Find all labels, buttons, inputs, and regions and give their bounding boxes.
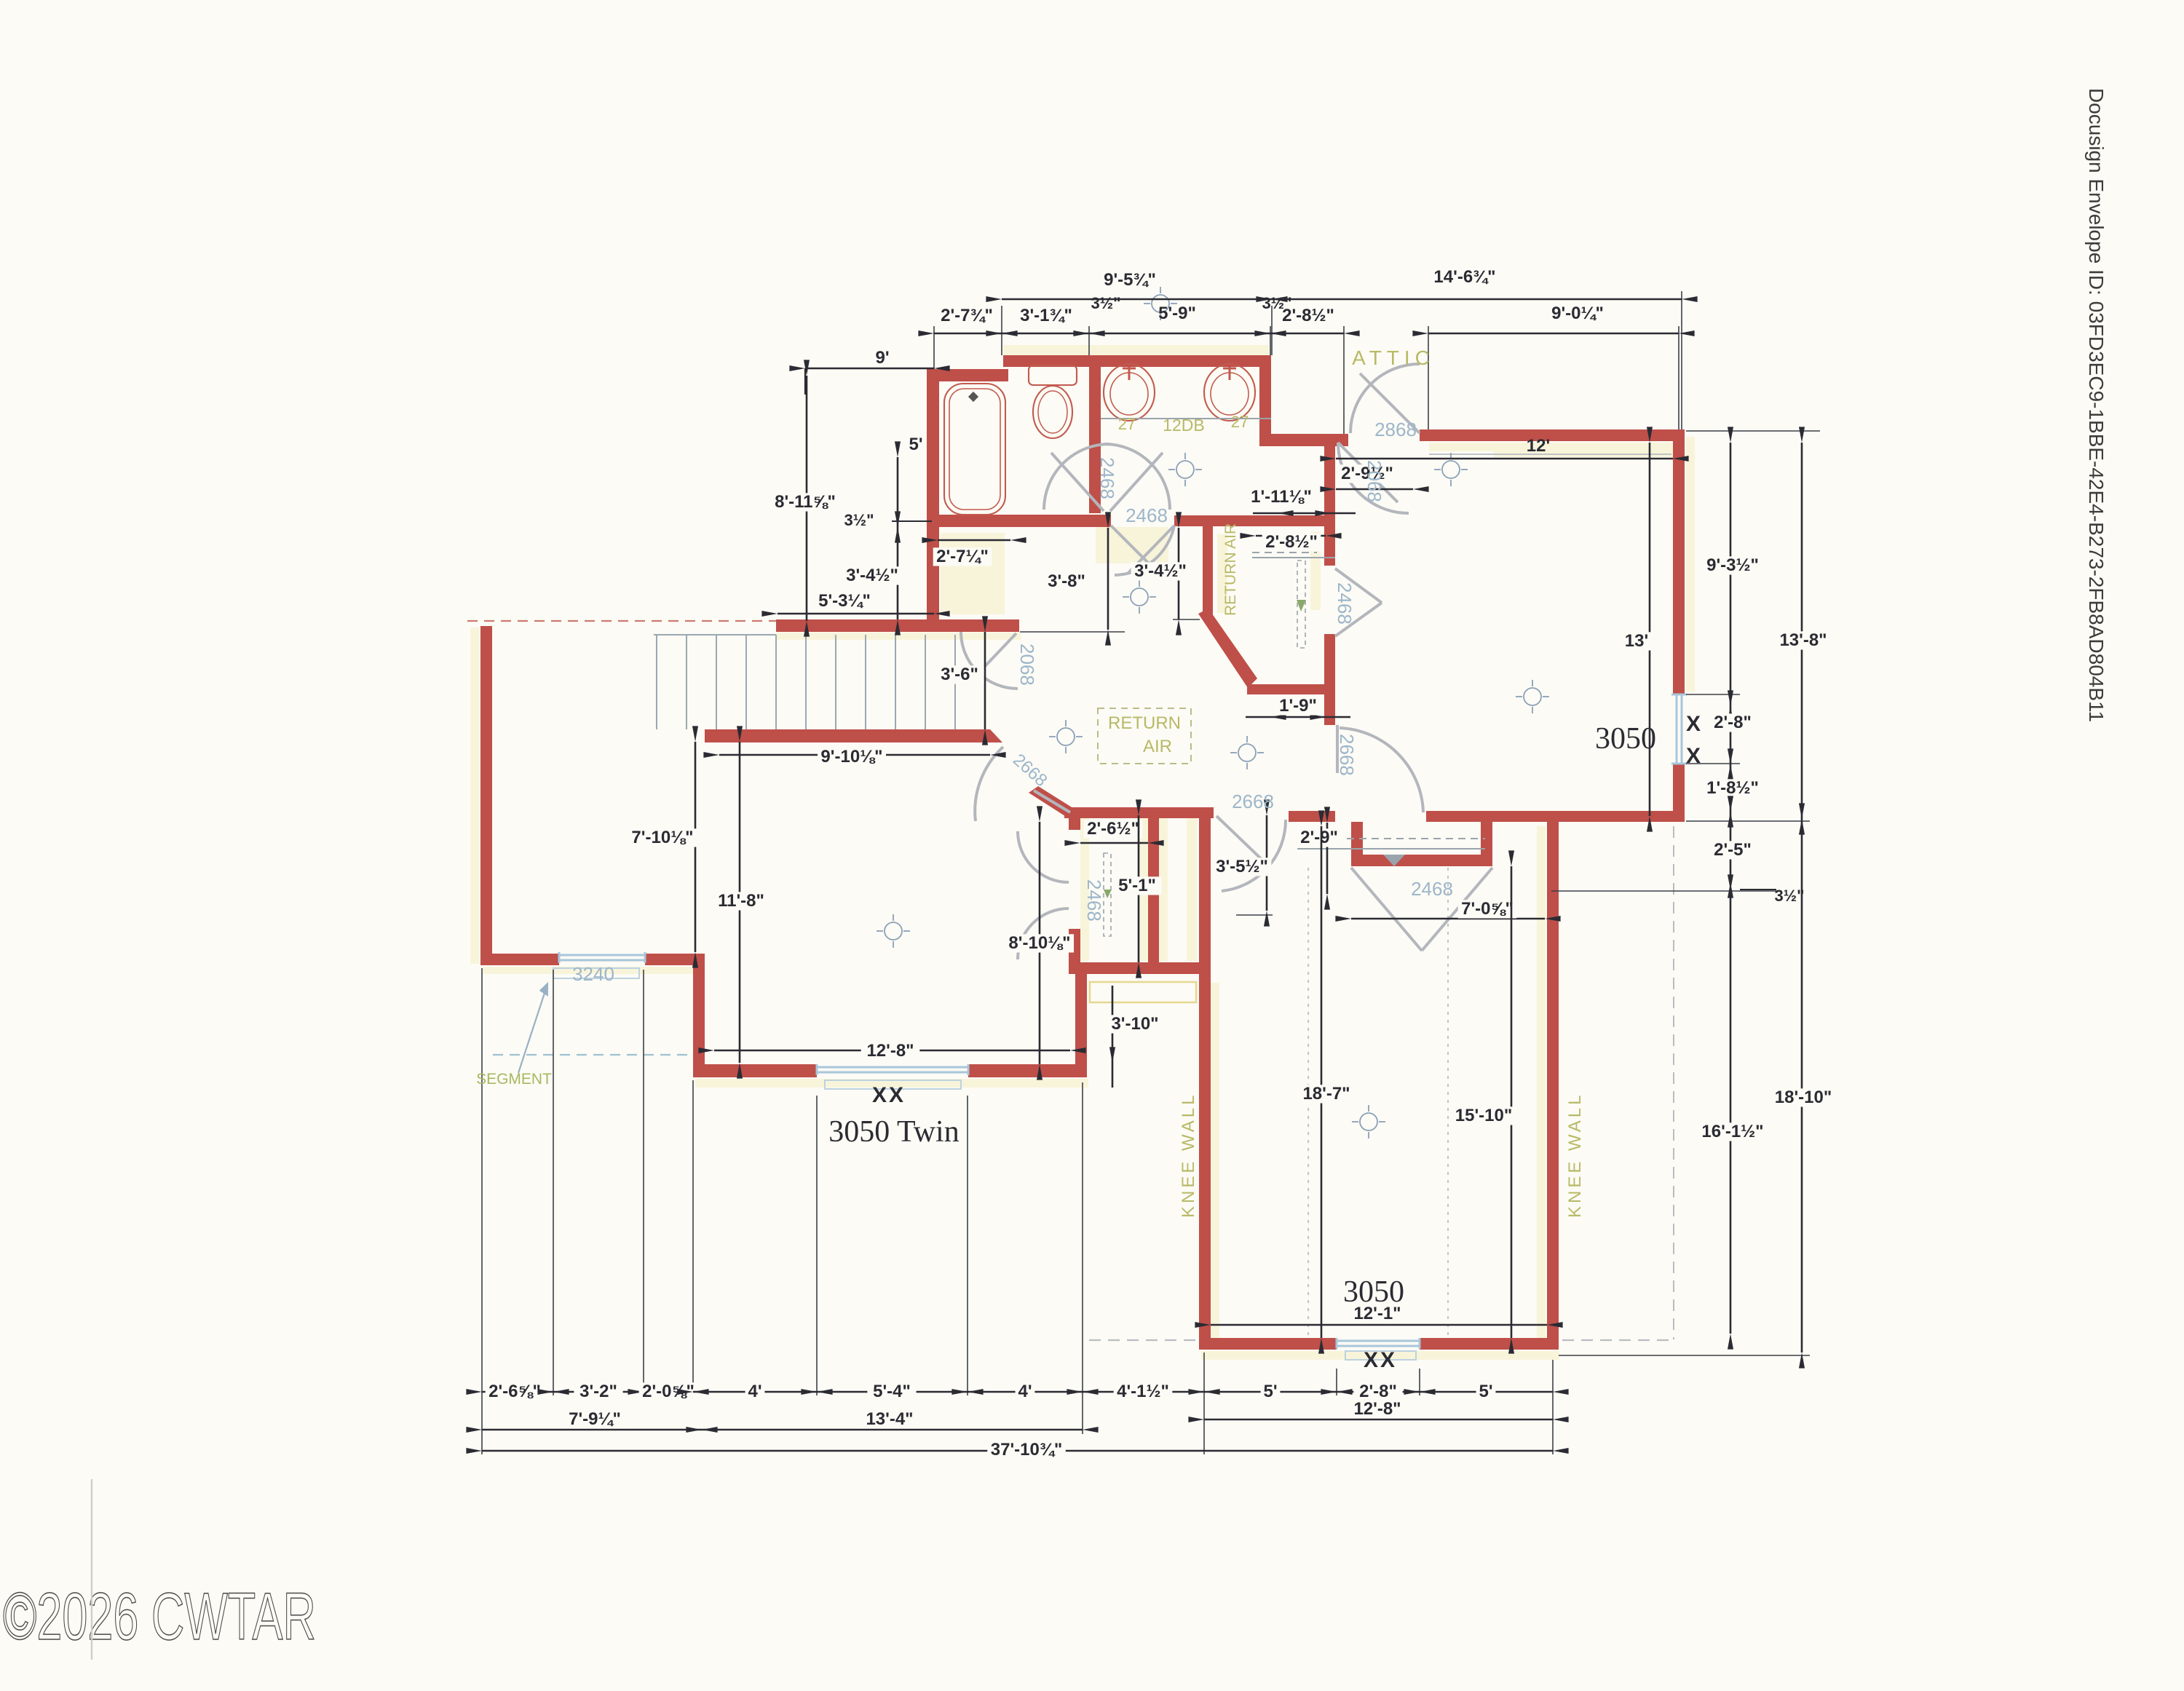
svg-text:3'-1¾": 3'-1¾" [1020,306,1072,325]
svg-text:RETURN: RETURN [1108,713,1181,733]
svg-text:12'-1": 12'-1" [1353,1304,1401,1323]
svg-text:2068: 2068 [1016,643,1038,686]
svg-text:3'-10": 3'-10" [1111,1014,1158,1034]
svg-text:9': 9' [875,348,889,368]
svg-text:16'-1½": 16'-1½" [1701,1122,1763,1141]
svg-text:3'-5½": 3'-5½" [1216,857,1268,876]
svg-text:XX: XX [1364,1348,1397,1372]
svg-text:3½": 3½" [1774,887,1804,905]
svg-text:2'-7¾": 2'-7¾" [941,306,993,325]
svg-text:14'-6¾": 14'-6¾" [1433,267,1495,287]
svg-text:©2026 CWTAR: ©2026 CWTAR [3,1580,316,1654]
svg-text:12DB: 12DB [1163,416,1205,435]
svg-text:5'-4": 5'-4" [873,1382,911,1401]
svg-text:3050: 3050 [1343,1275,1404,1309]
svg-text:8'-11⅝": 8'-11⅝" [775,492,836,512]
svg-text:2468: 2468 [1096,457,1118,499]
svg-text:5'-1": 5'-1" [1118,876,1156,895]
svg-text:27: 27 [1118,415,1136,433]
svg-text:12'-8": 12'-8" [1353,1399,1401,1419]
svg-text:X: X [1686,744,1701,768]
svg-text:ATTIC: ATTIC [1352,346,1435,369]
svg-text:1'-8½": 1'-8½" [1706,778,1759,798]
svg-text:13'-4": 13'-4" [866,1409,913,1429]
svg-text:2'-7¼": 2'-7¼" [936,547,989,566]
svg-text:5': 5' [909,435,922,454]
svg-text:1'-9": 1'-9" [1279,696,1317,716]
svg-text:7'-10⅛": 7'-10⅛" [631,828,693,847]
svg-text:2'-8½": 2'-8½" [1282,306,1334,325]
svg-text:13'-8": 13'-8" [1779,630,1827,650]
svg-text:AIR: AIR [1143,737,1172,756]
svg-text:5'-3¼": 5'-3¼" [818,591,871,611]
svg-text:4'-1½": 4'-1½" [1117,1382,1169,1401]
svg-text:7'-9¼": 7'-9¼" [569,1409,621,1429]
svg-text:3'-2": 3'-2" [579,1382,617,1401]
svg-text:KNEE WALL: KNEE WALL [1565,1093,1585,1219]
svg-text:4': 4' [748,1382,761,1401]
svg-text:2'-6⅝": 2'-6⅝" [488,1382,541,1401]
svg-text:3½": 3½" [1091,294,1120,312]
svg-text:27: 27 [1231,413,1249,431]
svg-text:3050 Twin: 3050 Twin [828,1115,959,1149]
svg-text:2068: 2068 [1364,460,1385,502]
svg-text:13': 13' [1625,631,1648,651]
svg-text:37'-10¾": 37'-10¾" [991,1440,1062,1460]
svg-text:5': 5' [1263,1382,1277,1401]
svg-text:2668: 2668 [1336,734,1358,776]
svg-text:7'-0⅝": 7'-0⅝" [1461,899,1514,919]
svg-text:2'-9": 2'-9" [1300,828,1338,847]
svg-text:X: X [1686,712,1701,736]
svg-text:XX: XX [872,1083,906,1107]
svg-text:2868: 2868 [1374,419,1417,440]
svg-text:3240: 3240 [572,963,614,985]
svg-text:2468: 2468 [1083,879,1105,922]
svg-text:3½": 3½" [844,511,874,529]
svg-text:1'-11⅛": 1'-11⅛" [1251,487,1312,507]
svg-text:9'-3½": 9'-3½" [1706,555,1759,575]
svg-text:3'-6": 3'-6" [941,665,978,684]
svg-text:3'-4½": 3'-4½" [1134,561,1187,581]
svg-text:12'-8": 12'-8" [866,1041,914,1061]
svg-text:4': 4' [1018,1382,1032,1401]
svg-text:3½": 3½" [1262,294,1291,312]
svg-text:SEGMENT: SEGMENT [476,1071,552,1088]
svg-text:15'-10": 15'-10" [1455,1106,1512,1125]
svg-text:5'-9": 5'-9" [1158,304,1196,323]
svg-text:5': 5' [1479,1382,1492,1401]
svg-text:2468: 2468 [1411,878,1453,900]
svg-text:2'-8½": 2'-8½" [1265,532,1318,552]
svg-text:11'-8": 11'-8" [718,891,764,911]
svg-text:9'-0¼": 9'-0¼" [1551,304,1604,323]
svg-text:2468: 2468 [1125,504,1168,526]
svg-text:2'-6½": 2'-6½" [1087,819,1139,839]
svg-text:2468: 2468 [1334,582,1356,625]
svg-text:12': 12' [1527,436,1550,456]
svg-text:3'-4½": 3'-4½" [846,566,898,585]
svg-text:2668: 2668 [1232,791,1274,812]
svg-text:18'-7": 18'-7" [1302,1084,1350,1104]
svg-text:2'-8": 2'-8" [1714,713,1752,732]
svg-text:2'-8": 2'-8" [1359,1382,1397,1401]
svg-text:KNEE WALL: KNEE WALL [1179,1093,1198,1219]
svg-text:18'-10": 18'-10" [1775,1088,1832,1107]
svg-text:3'-8": 3'-8" [1048,571,1085,591]
svg-text:RETURN AIR: RETURN AIR [1222,523,1239,616]
svg-text:8'-10⅛": 8'-10⅛" [1008,933,1070,953]
svg-text:2'-9½": 2'-9½" [1341,464,1393,483]
svg-text:Docusign Envelope ID: 03FD3EC9: Docusign Envelope ID: 03FD3EC9-1BBE-42E4… [2085,88,2108,722]
svg-text:3050: 3050 [1595,722,1656,756]
svg-text:9'-10⅛": 9'-10⅛" [820,747,882,767]
svg-text:9'-5¾": 9'-5¾" [1104,270,1156,290]
svg-text:2'-5": 2'-5" [1714,840,1752,860]
